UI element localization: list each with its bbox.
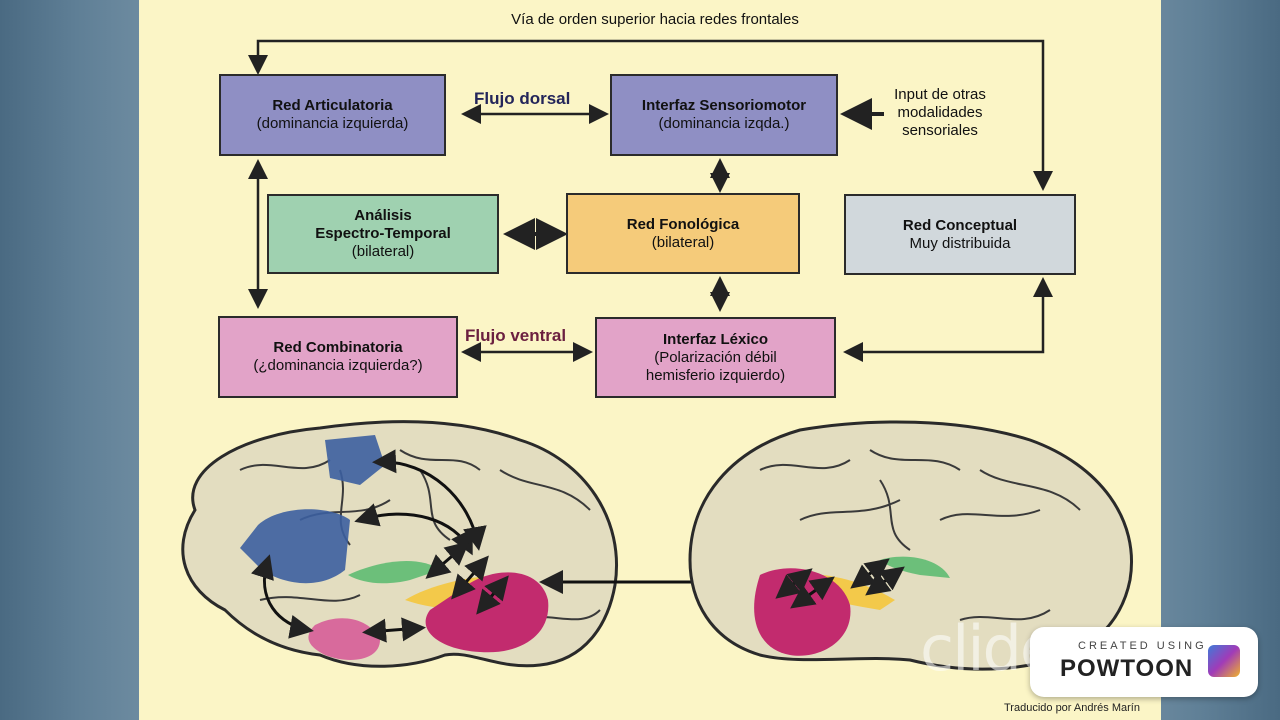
phonological-network-box: Red Fonológica (bilateral) xyxy=(566,193,800,274)
combinatorial-title: Red Combinatoria xyxy=(273,339,403,356)
sensory-input-line-1: Input de otras xyxy=(894,86,986,103)
conceptual-subtitle: Muy distribuida xyxy=(909,234,1011,252)
sensorimotor-subtitle: (dominancia izqda.) xyxy=(658,115,790,132)
spectrotemporal-analysis-box: Análisis Espectro-Temporal (bilateral) xyxy=(267,194,499,274)
sensorimotor-title: Interfaz Sensoriomotor xyxy=(641,97,807,114)
phonological-subtitle: (bilateral) xyxy=(651,233,715,251)
conceptual-network-box: Red Conceptual Muy distribuida xyxy=(844,194,1076,275)
conceptual-lexical-line xyxy=(843,277,1053,362)
phonological-title: Red Fonológica xyxy=(626,215,740,233)
lexical-title: Interfaz Léxico xyxy=(662,330,769,348)
powtoon-label: POWTOON xyxy=(1060,655,1194,682)
sensory-input-label: Input de otras modalidades sensoriales xyxy=(888,86,992,140)
articulatory-network-box: Red Articulatoria (dominancia izquierda) xyxy=(219,74,446,156)
left-hemisphere-brain xyxy=(181,420,618,668)
sensory-input-line-2: modalidades xyxy=(897,104,983,121)
ventral-flow-label: Flujo ventral xyxy=(465,326,567,345)
sensory-input-line-3: sensoriales xyxy=(902,122,978,139)
translation-credit: Traducido por Andrés Marín xyxy=(1004,702,1140,714)
lexical-subtitle-1: (Polarización débil xyxy=(654,348,777,366)
combinatorial-subtitle: (¿dominancia izquierda?) xyxy=(253,357,423,374)
combinatorial-network-box: Red Combinatoria (¿dominancia izquierda?… xyxy=(218,316,458,398)
articulatory-title: Red Articulatoria xyxy=(272,97,393,114)
sensorimotor-interface-box: Interfaz Sensoriomotor (dominancia izqda… xyxy=(610,74,838,156)
powtoon-badge[interactable]: CREATED USING POWTOON xyxy=(1030,627,1258,697)
spectrotemporal-subtitle: (bilateral) xyxy=(351,243,415,260)
powtoon-logo-icon xyxy=(1208,645,1240,677)
spectrotemporal-title-1: Análisis xyxy=(354,207,412,224)
created-using-label: CREATED USING xyxy=(1078,640,1207,652)
dorsal-flow-label: Flujo dorsal xyxy=(474,89,571,108)
higher-order-pathway-label: Vía de orden superior hacia redes fronta… xyxy=(511,11,799,28)
articulatory-subtitle: (dominancia izquierda) xyxy=(256,115,409,132)
lexical-interface-box: Interfaz Léxico (Polarización débil hemi… xyxy=(595,317,836,398)
lexical-subtitle-2: hemisferio izquierdo) xyxy=(645,366,786,384)
conceptual-title: Red Conceptual xyxy=(902,216,1018,234)
right-hemisphere-brain xyxy=(688,420,1133,671)
spectrotemporal-title-2: Espectro-Temporal xyxy=(315,225,451,242)
higher-order-pathway-line xyxy=(248,39,1053,191)
